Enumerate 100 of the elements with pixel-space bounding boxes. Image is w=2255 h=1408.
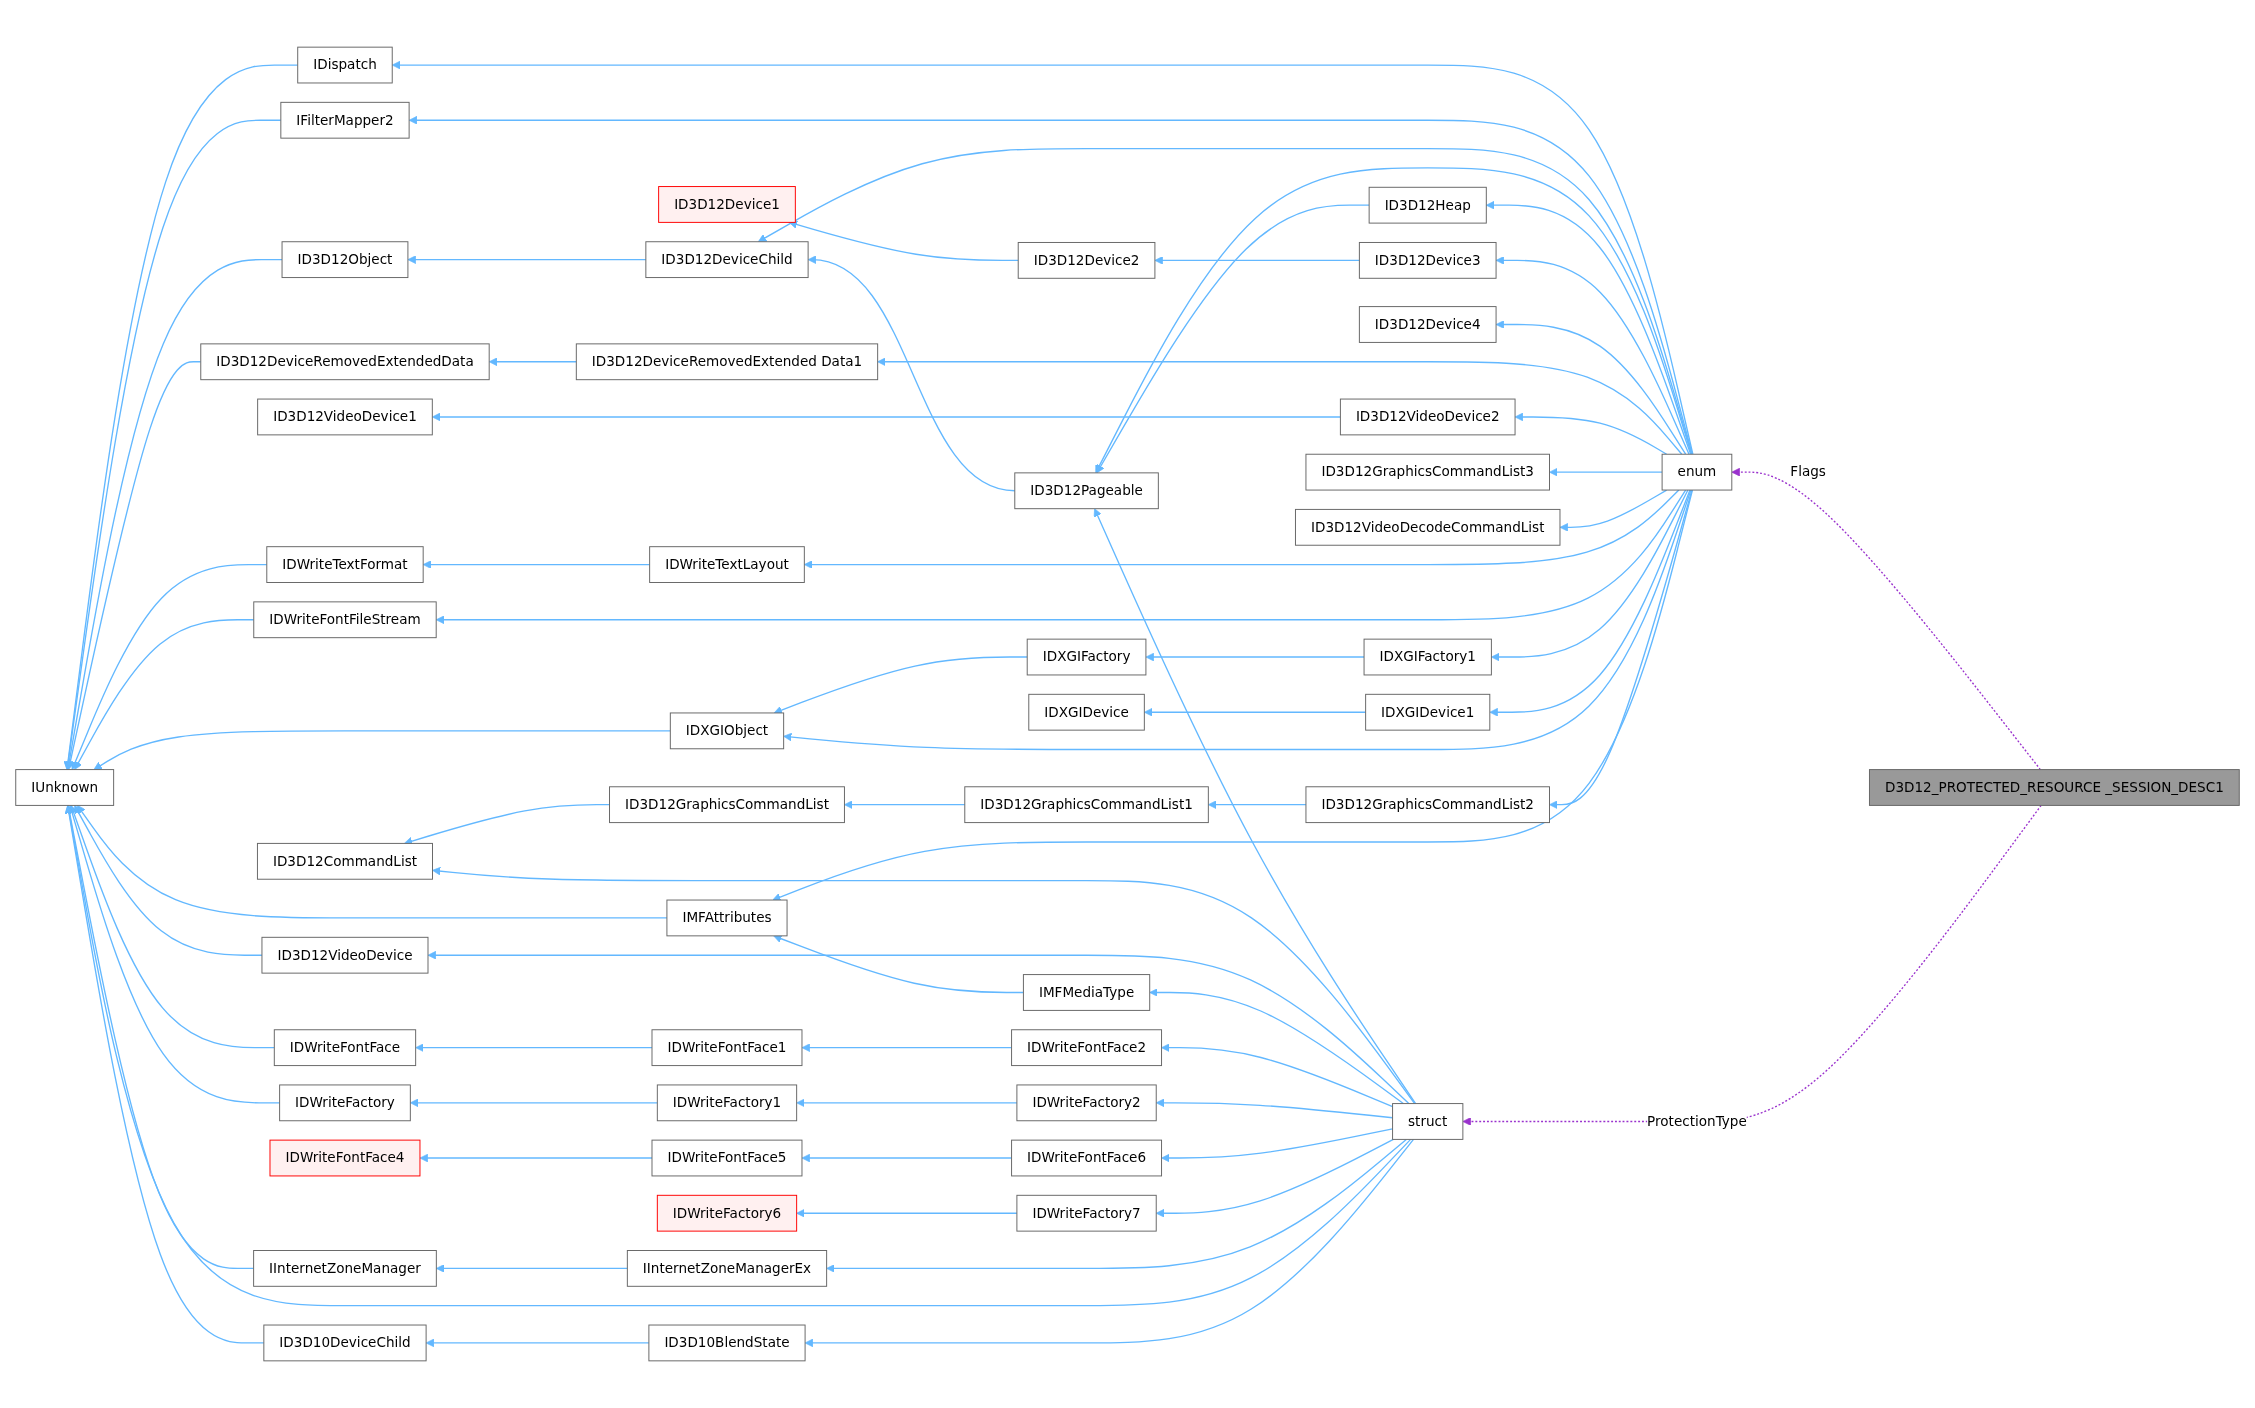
node-box: IDWriteFactory7 (1016, 1194, 1157, 1232)
arrow (1154, 256, 1361, 265)
node-box: IInternetZoneManager (253, 1250, 437, 1287)
node-box: IDXGIFactory (1026, 638, 1147, 676)
node-box: enum (1661, 453, 1733, 491)
arrow (801, 1153, 1013, 1163)
arrow (425, 1338, 650, 1348)
node-box: ID3D12GraphicsCommandList1 (964, 786, 1209, 824)
arrow (435, 1264, 628, 1273)
arrow (488, 357, 577, 367)
arrow (1489, 489, 1691, 717)
node-box: ID3D12DeviceChild (645, 241, 809, 279)
node-box: ID3D12Heap (1368, 186, 1487, 224)
arrow (1161, 1128, 1394, 1163)
edge-label: Flags (1790, 463, 1826, 480)
node-box: IDWriteTextLayout (649, 546, 805, 583)
arrow (419, 1153, 653, 1163)
arrow (1155, 1138, 1395, 1218)
arrow (93, 730, 671, 770)
arrow (1491, 489, 1689, 662)
node-box: IDWriteFontFace (273, 1029, 417, 1067)
arrow (427, 950, 1410, 1105)
node-box: ID3D12GraphicsCommandList3 (1305, 453, 1550, 491)
node-box: IDWriteFontFace5 (651, 1139, 803, 1177)
arrow (877, 357, 1683, 455)
node-box: ID3D12DeviceRemovedExtended Data1 (575, 343, 879, 381)
arrow (391, 60, 1694, 455)
node-box: ID3D12Pageable (1014, 472, 1159, 510)
arrow (415, 1043, 653, 1052)
arrow (431, 412, 1342, 422)
arrow (1549, 467, 1663, 477)
arrow (66, 361, 202, 770)
arrow (783, 489, 1692, 751)
arrow (1485, 200, 1692, 455)
node-box: IDWriteFactory1 (656, 1084, 798, 1122)
node-box: IDispatch (297, 46, 393, 84)
node-box: IDXGIObject (669, 712, 785, 750)
node-box: IMFMediaType (1022, 974, 1151, 1011)
node-box: ID3D12GraphicsCommandList2 (1305, 786, 1550, 824)
arrow (409, 1098, 658, 1108)
arrow (1207, 800, 1307, 809)
arrow (844, 800, 966, 809)
arrow (435, 489, 1687, 625)
node-box: ID3D12DeviceRemovedExtendedData (200, 343, 490, 381)
arrow (1495, 256, 1690, 455)
arrow (1093, 508, 1417, 1105)
arrow (74, 805, 263, 956)
arrow (801, 1043, 1013, 1052)
arrow (757, 147, 1693, 455)
arrow (408, 116, 1693, 455)
node-box: D3D12_PROTECTED_RESOURCE _SESSION_DESC1 (1868, 769, 2240, 806)
arrow (1559, 489, 1668, 532)
node-box: IDXGIFactory1 (1363, 638, 1492, 676)
node-box: IDWriteFactory2 (1016, 1084, 1157, 1122)
arrow (1143, 707, 1367, 717)
node-box: ID3D12Device4 (1358, 306, 1497, 343)
arrow (407, 255, 647, 264)
arrow (1155, 1098, 1394, 1119)
node-box: ID3D12Device1 (658, 186, 796, 223)
arrow (1149, 988, 1404, 1105)
arrow (422, 560, 651, 569)
arrow (71, 563, 268, 770)
arrow (74, 619, 255, 770)
node-box: ID3D10BlendState (648, 1324, 806, 1362)
arrow (1514, 412, 1668, 455)
node-box: IDWriteFontFace4 (269, 1139, 421, 1177)
node-box: IDWriteFactory (279, 1084, 411, 1122)
arrow (1145, 652, 1365, 662)
arrow (77, 805, 668, 919)
node-box: IInternetZoneManagerEx (626, 1250, 828, 1287)
node-box: ID3D12VideoDevice2 (1339, 398, 1516, 436)
node-box: IDXGIDevice (1028, 693, 1145, 731)
arrow (803, 489, 1680, 569)
node-box: IUnknown (15, 769, 115, 806)
arrow (1495, 320, 1687, 455)
arrow (64, 258, 283, 770)
arrow (826, 1138, 1407, 1273)
node-box: ID3D12CommandList (256, 842, 433, 880)
arrow (68, 805, 281, 1104)
node-box: ID3D12Device2 (1017, 242, 1156, 279)
arrow (773, 934, 1025, 994)
node-box: IDXGIDevice1 (1365, 693, 1491, 731)
arrow (64, 805, 265, 1344)
arrow (807, 256, 1016, 492)
node-box: IDWriteFactory6 (656, 1194, 798, 1232)
node-box: ID3D12VideoDevice (261, 936, 429, 974)
node-box: ID3D10DeviceChild (263, 1324, 427, 1362)
edge-label: ProtectionType (1647, 1113, 1747, 1129)
arrow (788, 220, 1019, 262)
arrow (432, 866, 1416, 1105)
node-box: struct (1392, 1103, 1464, 1140)
node-box: IDWriteFontFace2 (1011, 1029, 1163, 1067)
arrow (1731, 467, 2042, 771)
node-box: IDWriteTextFormat (266, 546, 424, 583)
node-box: ID3D12GraphicsCommandList (609, 786, 845, 824)
arrow (804, 1138, 1415, 1348)
arrow (1549, 489, 1693, 809)
node-box: ID3D12Object (281, 241, 409, 279)
node-box: ID3D12VideoDevice1 (257, 398, 433, 436)
node-box: IDWriteFontFace6 (1011, 1139, 1163, 1177)
